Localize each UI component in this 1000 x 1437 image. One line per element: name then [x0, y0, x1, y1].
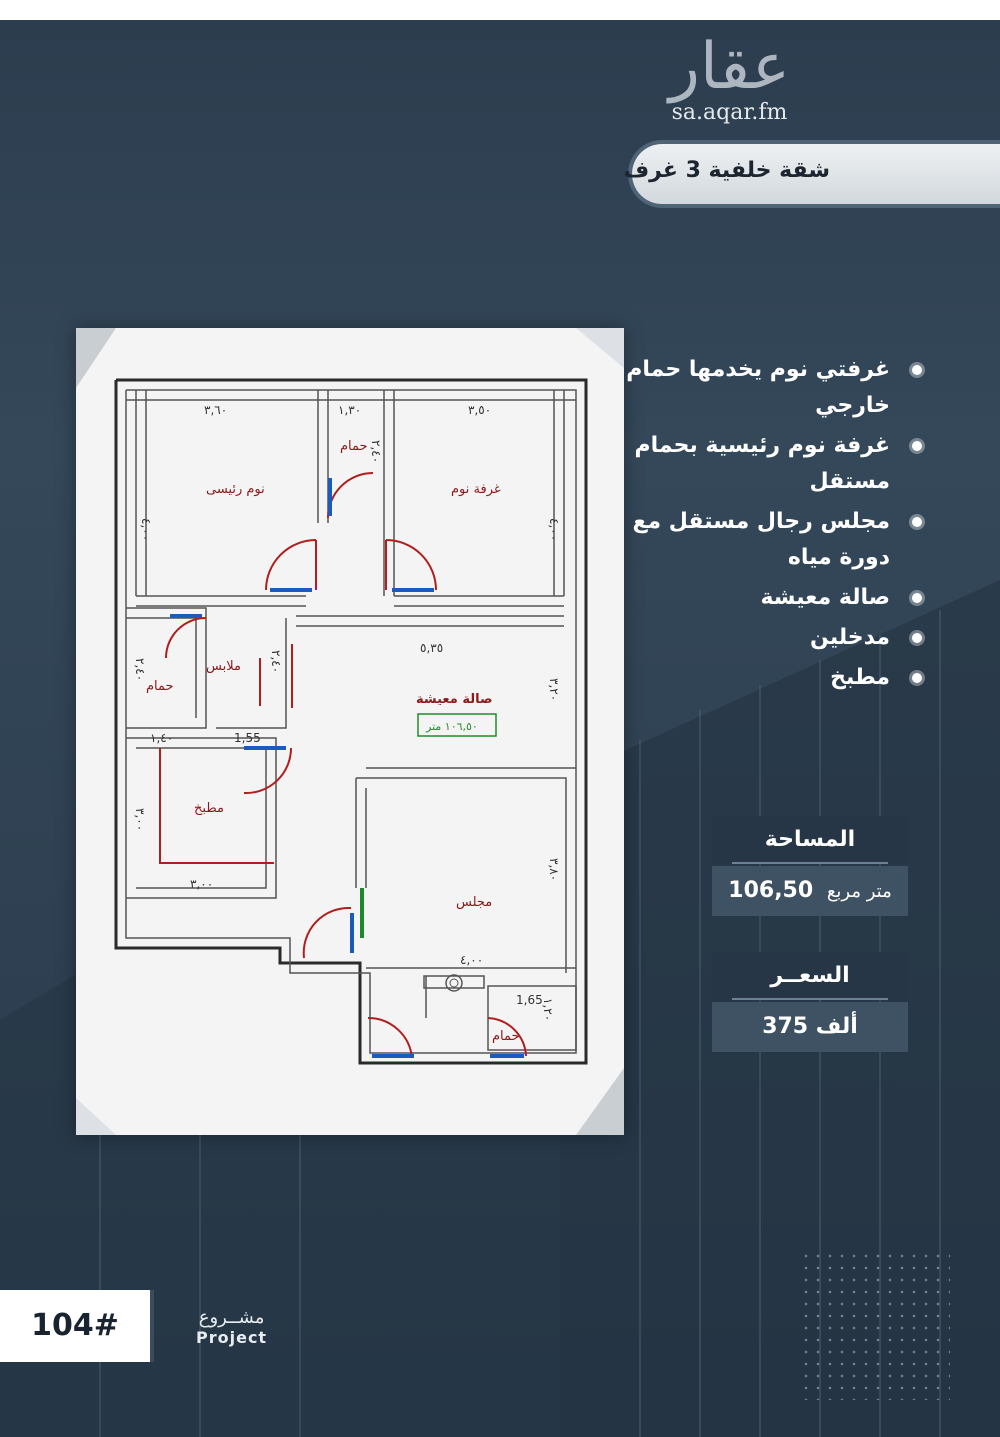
project-number: 104#: [0, 1290, 154, 1362]
aqar-logo: عقار sa.aqar.fm: [669, 28, 790, 125]
dim-kitchen-height: ٣,٠٠: [133, 808, 147, 831]
dim-closet-height: ٢,٤٠: [269, 650, 283, 673]
room-label-kitchen: مطبخ: [194, 801, 224, 816]
bullet-icon: [912, 673, 922, 683]
feature-item: مجلس رجال مستقل مع دورة مياه: [620, 504, 922, 576]
bullet-icon: [912, 441, 922, 451]
dim-bath-bottom-width: 1,65: [516, 993, 543, 1007]
feature-item: مطبخ: [620, 660, 922, 696]
dim-bedroom-width: ٣,٥٠: [468, 403, 491, 417]
project-label: مشــروع Project: [196, 1308, 267, 1348]
living-area-tag: ١٠٦,٥٠ متر: [425, 720, 478, 733]
feature-item: صالة معيشة: [620, 580, 922, 616]
area-value-box: متر مربع 106,50: [712, 866, 908, 916]
dim-majlis-width: ٤,٠٠: [460, 953, 483, 967]
price-value: 375 ألف: [712, 1002, 908, 1052]
room-label-bath-top: حمام: [340, 439, 368, 454]
dim-bath-left-height: ٢,٤٠: [133, 658, 147, 681]
room-label-majlis: مجلس: [456, 895, 492, 910]
dim-master-width: ٣,٦٠: [204, 403, 227, 417]
bullet-icon: [912, 517, 922, 527]
dot-pattern: [800, 1250, 950, 1400]
feature-item: غرفة نوم رئيسية بحمام مستقل: [620, 428, 922, 500]
feature-item: مدخلين: [620, 620, 922, 656]
feature-item: غرفتي نوم يخدمها حمام خارجي: [620, 352, 922, 424]
dim-bath-top-width: ١,٣٠: [338, 403, 361, 417]
listing-poster: عقار sa.aqar.fm شقة خلفية 3 غرف: [0, 20, 1000, 1437]
room-label-bath-bottom: حمام: [492, 1029, 520, 1044]
bullet-icon: [912, 365, 922, 375]
dim-closet-width: 1,55: [234, 731, 261, 745]
floor-plan: نوم رئيسى غرفة نوم حمام ملابس حمام صالة …: [76, 328, 624, 1135]
room-label-bedroom: غرفة نوم: [451, 482, 501, 497]
logo-url: sa.aqar.fm: [671, 100, 788, 125]
dim-majlis-height: ٣,٨٠: [547, 858, 561, 881]
area-unit: متر مربع: [826, 881, 892, 902]
project-label-en: Project: [196, 1328, 268, 1347]
project-label-ar: مشــروع: [198, 1307, 265, 1328]
floor-plan-drawing: نوم رئيسى غرفة نوم حمام ملابس حمام صالة …: [76, 328, 624, 1135]
room-label-living: صالة معيشة: [416, 692, 493, 707]
room-label-master-bedroom: نوم رئيسى: [206, 482, 265, 497]
dim-kitchen-width: ٣,٠٠: [190, 877, 213, 891]
listing-title: شقة خلفية 3 غرف: [623, 158, 830, 183]
area-label: المساحة: [712, 816, 908, 864]
dim-master-height: ٤,٠٠: [139, 518, 153, 541]
features-list: غرفتي نوم يخدمها حمام خارجي غرفة نوم رئي…: [620, 352, 922, 700]
dim-living-width: ٥,٣٥: [420, 641, 443, 655]
bullet-icon: [912, 633, 922, 643]
price-label: السعــر: [712, 952, 908, 1000]
logo-wordmark: عقار: [669, 30, 790, 104]
room-label-closet: ملابس: [206, 659, 241, 674]
dim-bath-bottom-height: ١,٢٠: [541, 998, 555, 1021]
dim-bath-left-width: ١,٤٠: [150, 731, 173, 745]
bullet-icon: [912, 593, 922, 603]
dim-bedroom-height: ٤,٠٠: [547, 518, 561, 541]
dim-bath-top-height: ٢,٤٠: [369, 440, 383, 463]
title-banner: [632, 144, 1000, 204]
dim-living-height: ٣,٢٠: [547, 678, 561, 701]
room-label-bath-left: حمام: [146, 679, 174, 694]
area-value: 106,50: [728, 878, 814, 903]
